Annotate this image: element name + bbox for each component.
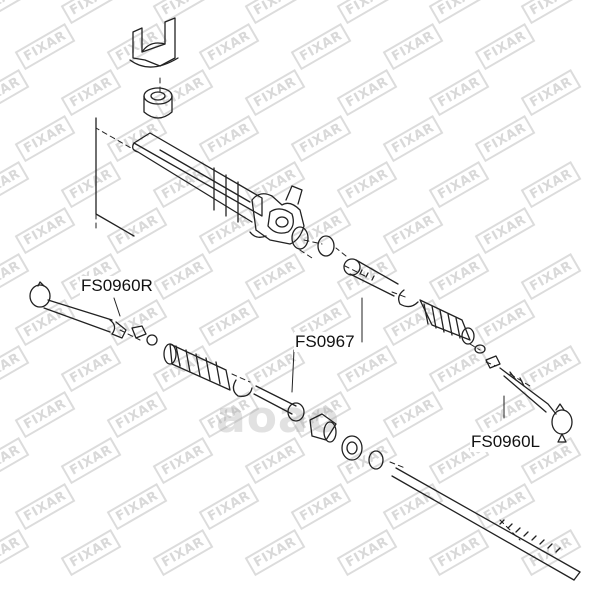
- rack-sleeve-parts: [309, 413, 384, 470]
- rack-housing: [95, 117, 309, 250]
- dust-boot-upper: [419, 299, 475, 345]
- tie-rod-end-right: [29, 281, 127, 339]
- inner-tie-rod-lower: [253, 385, 305, 422]
- mounting-bracket: [129, 17, 179, 68]
- rack-bar: [391, 467, 581, 581]
- seal-ring: [317, 235, 335, 257]
- label-fs0960r: FS0960R: [80, 276, 154, 296]
- label-fs0960l: FS0960L: [470, 432, 541, 452]
- inner-tie-rod-upper: [343, 258, 399, 297]
- brand-watermark: aoao: [216, 392, 340, 443]
- lock-nut-right: [131, 325, 147, 339]
- clip-ring-lower: [232, 379, 253, 397]
- lock-nut-upper: [485, 355, 501, 369]
- rack-bushing: [143, 87, 173, 119]
- label-fs0967: FS0967: [294, 332, 356, 352]
- tie-rod-end-left: [499, 367, 573, 443]
- leader-lines: [113, 297, 505, 419]
- guide-lines: [95, 74, 531, 541]
- boot-clip-upper: [474, 344, 486, 354]
- boot-clip-right: [146, 334, 158, 346]
- dust-boot-lower: [163, 343, 231, 391]
- clip-ring-upper: [398, 289, 419, 308]
